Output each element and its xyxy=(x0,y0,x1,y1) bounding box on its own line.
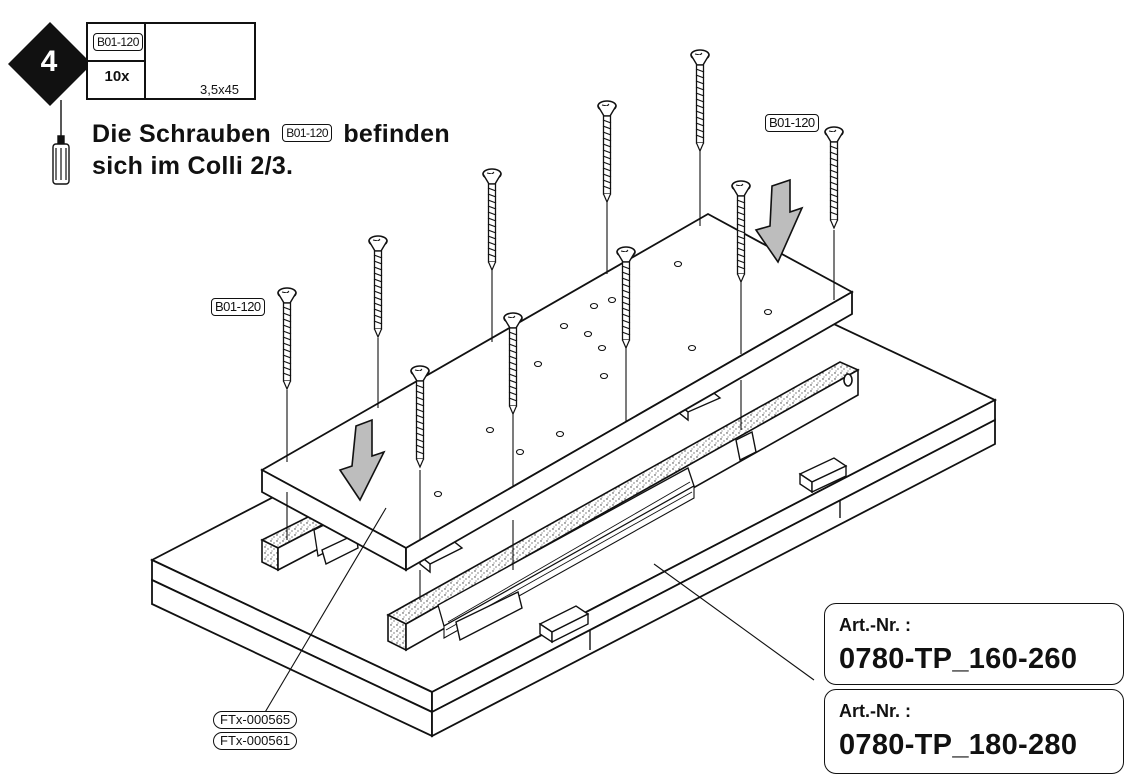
parts-quantity: 10x xyxy=(104,68,130,85)
ftx-label: FTx-000561 xyxy=(213,732,298,750)
down-arrows xyxy=(338,178,804,502)
article-label: Art.-Nr. : xyxy=(839,701,911,721)
article-label: Art.-Nr. : xyxy=(839,615,911,635)
screw-label-left: B01-120 xyxy=(211,298,265,316)
article-number: 0780-TP_180-280 xyxy=(839,729,1078,761)
instruction-line1-before: Die Schrauben xyxy=(92,120,271,148)
article-number: 0780-TP_160-260 xyxy=(839,643,1078,675)
article-box: Art.-Nr. : 0780-TP_180-280 xyxy=(824,689,1124,774)
ftx-label: FTx-000565 xyxy=(213,711,298,729)
upper-board xyxy=(260,212,854,572)
parts-qty-cell xyxy=(88,62,146,98)
parts-size: 3,5x45 xyxy=(200,82,240,97)
instruction-line2: sich im Colli 2/3. xyxy=(92,152,294,180)
parts-table: B01-120 10x xyxy=(86,22,256,100)
article-box: Art.-Nr. : 0780-TP_160-260 xyxy=(824,603,1124,685)
instruction-code: B01-120 xyxy=(282,124,333,143)
screw-guide-lines xyxy=(286,150,835,600)
step-badge xyxy=(8,22,92,106)
parts-code: B01-120 xyxy=(93,33,143,51)
leader-lines xyxy=(263,507,815,715)
drill-holes xyxy=(433,260,773,498)
step-number: 4 xyxy=(40,45,58,78)
screwdriver-icon xyxy=(52,100,70,185)
brackets xyxy=(321,389,848,644)
instruction-text: Die Schrauben B01-120 befinden sich im C… xyxy=(92,118,552,182)
instruction-line1-after: befinden xyxy=(343,120,450,148)
screw-label-right: B01-120 xyxy=(765,114,819,132)
parts-code-cell xyxy=(88,24,146,62)
table-top xyxy=(149,266,998,738)
